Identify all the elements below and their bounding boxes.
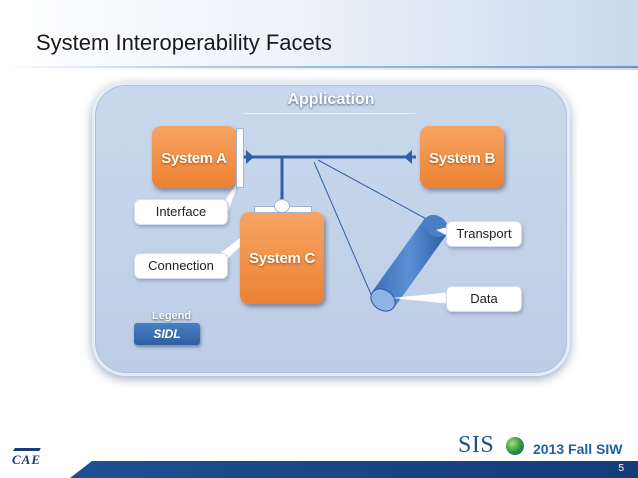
system-a-box: System A (152, 126, 236, 188)
port-b (404, 150, 412, 164)
cae-logo: CAE (12, 452, 42, 467)
transport-callout: Transport (446, 221, 522, 247)
slide-header (0, 0, 638, 70)
globe-icon (506, 437, 524, 455)
footer-bar (92, 461, 638, 478)
system-a-label: System A (161, 150, 227, 167)
header-rule (0, 66, 638, 68)
system-c-label: System C (249, 250, 315, 267)
application-underline (243, 113, 415, 114)
page-number: 5 (618, 463, 624, 474)
port-a (246, 150, 254, 164)
system-a-interface-bracket (236, 128, 244, 188)
cone-line-upper (317, 159, 444, 229)
application-label: Application (287, 91, 375, 108)
event-label: 2013 Fall SIW (533, 441, 623, 457)
interface-callout: Interface (134, 199, 228, 225)
footer-bar-notch (70, 461, 92, 478)
legend-title: Legend (152, 310, 192, 322)
siso-logo-text: SIS (458, 432, 495, 458)
system-b-label: System B (429, 150, 495, 167)
connection-callout: Connection (134, 253, 228, 279)
system-b-box: System B (420, 126, 504, 188)
cae-logo-mark (13, 448, 41, 451)
system-c-box: System C (240, 212, 324, 304)
legend-sidl-item: SIDL (134, 323, 200, 345)
slide-title: System Interoperability Facets (36, 30, 332, 55)
cone-line-lower (313, 161, 377, 307)
data-pointer (392, 292, 452, 304)
system-c-connector-node (274, 199, 290, 213)
data-callout: Data (446, 286, 522, 312)
